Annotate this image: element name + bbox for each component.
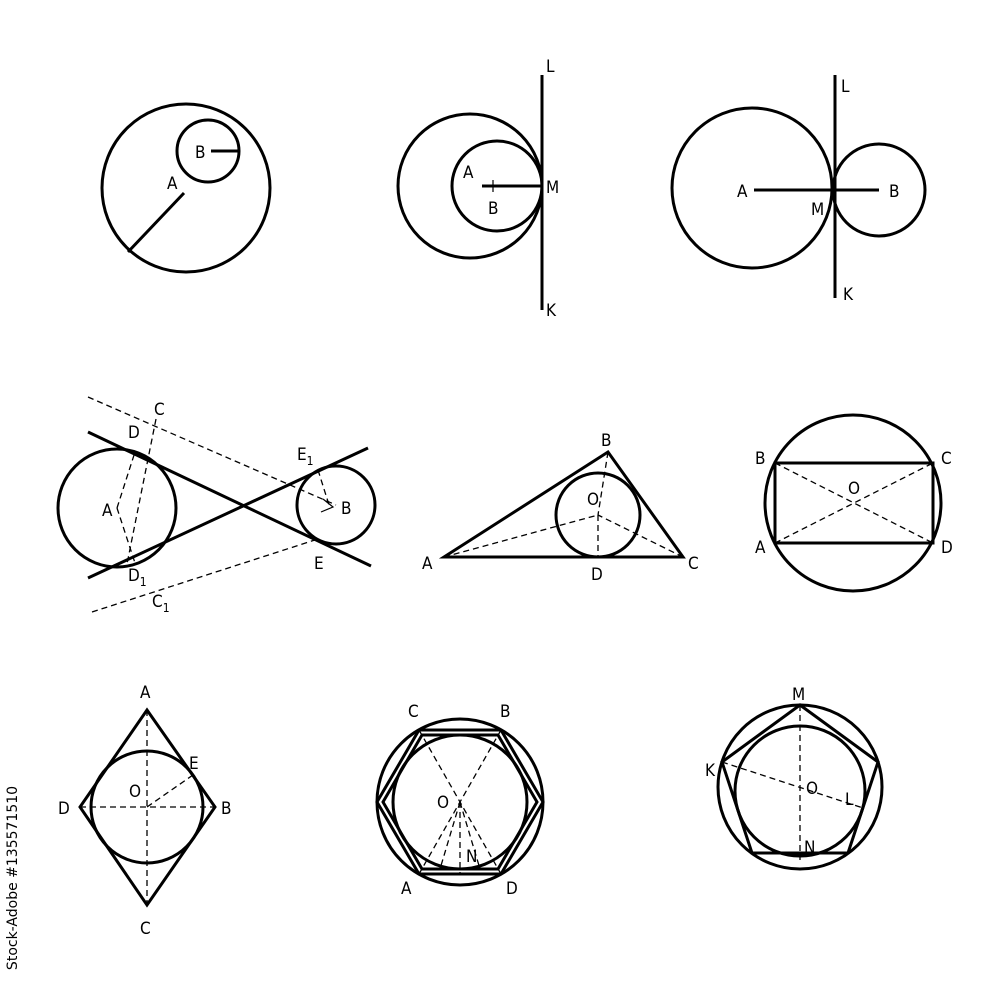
figure-hexagons: C B A D O N <box>375 702 545 899</box>
bisector-c <box>597 514 684 558</box>
label-l: L <box>841 77 850 97</box>
label-o: O <box>437 793 449 813</box>
label-b: B <box>488 199 499 219</box>
label-b: B <box>500 702 511 722</box>
label-a: A <box>737 182 748 202</box>
label-b: B <box>341 499 352 519</box>
circle-a <box>670 106 834 270</box>
label-b: B <box>221 799 232 819</box>
label-l: L <box>845 790 854 810</box>
label-d: D <box>128 423 140 443</box>
label-b: B <box>755 449 766 469</box>
label-n: N <box>804 838 815 858</box>
label-c: C <box>688 554 699 574</box>
dashed-line-upper <box>87 396 337 506</box>
label-c: C <box>408 702 419 722</box>
label-d1: D1 <box>128 566 147 589</box>
figure-external-tangent-line: A B M L K <box>670 75 927 305</box>
label-k: K <box>843 285 854 305</box>
label-c: C <box>154 400 165 420</box>
label-d: D <box>58 799 70 819</box>
figure-common-tangents: A B C D D1 C1 E1 E <box>56 396 377 615</box>
dashed-chord-a <box>126 418 157 565</box>
circle-a <box>56 447 178 569</box>
label-a: A <box>401 879 412 899</box>
label-o: O <box>129 782 141 802</box>
label-d: D <box>941 538 953 558</box>
label-m: M <box>546 178 559 198</box>
radius-2 <box>439 801 461 870</box>
label-a: A <box>140 683 151 703</box>
arrow-to-b <box>320 498 335 513</box>
label-b: B <box>601 431 612 451</box>
label-k: K <box>546 301 557 321</box>
bisector-a <box>443 514 599 558</box>
label-a: A <box>422 554 433 574</box>
circumcircle <box>763 413 943 593</box>
line-kl <box>721 761 864 809</box>
rectangle-abcd <box>773 461 935 545</box>
label-d: D <box>591 565 603 585</box>
label-a: A <box>463 163 474 183</box>
stock-watermark-id: Stock-Adobe #135571510 <box>4 770 22 985</box>
radius-ad <box>116 451 136 509</box>
figure-rhombus: A B C D E O <box>58 683 232 939</box>
label-m: M <box>811 200 824 220</box>
label-d: D <box>506 879 518 899</box>
circle-a <box>100 102 272 274</box>
dashed-line-lower <box>91 538 319 613</box>
label-n: N <box>466 847 477 867</box>
label-c1: C1 <box>152 592 170 615</box>
figure-inscribed-triangle: A B C D O <box>422 431 699 585</box>
label-o: O <box>806 779 818 799</box>
pentagon <box>720 703 880 855</box>
label-l: L <box>546 57 555 77</box>
label-m: M <box>792 685 805 705</box>
label-c: C <box>140 919 151 939</box>
radius-a <box>126 191 186 254</box>
label-a: A <box>167 174 178 194</box>
label-b: B <box>889 182 900 202</box>
label-a: A <box>102 501 113 521</box>
circle-b <box>295 464 377 546</box>
figure-internal-tangent-circles: A B <box>100 102 272 274</box>
label-o: O <box>848 479 860 499</box>
stock-id-text: Stock-Adobe #135571510 <box>5 785 21 970</box>
tangent-line-1 <box>87 430 372 568</box>
radius-oe <box>146 774 194 808</box>
triangle-abc <box>438 449 686 559</box>
bisector-b <box>597 451 609 516</box>
figure-pentagon: M K L O N <box>705 685 884 871</box>
label-o: O <box>587 490 599 510</box>
radius-be1 <box>317 469 331 509</box>
label-k: K <box>705 761 716 781</box>
label-c: C <box>941 449 952 469</box>
label-b: B <box>195 143 206 163</box>
tangent-line-2 <box>87 446 369 580</box>
label-e: E <box>189 754 199 774</box>
figure-circumscribed-rectangle: B C A D O <box>755 413 953 593</box>
radius-ad1 <box>116 507 136 564</box>
radius-1 <box>459 801 481 870</box>
label-a: A <box>755 538 766 558</box>
label-e: E <box>314 554 324 574</box>
label-e1: E1 <box>297 445 314 468</box>
figure-internal-tangent-line: A B M L K <box>396 57 559 321</box>
